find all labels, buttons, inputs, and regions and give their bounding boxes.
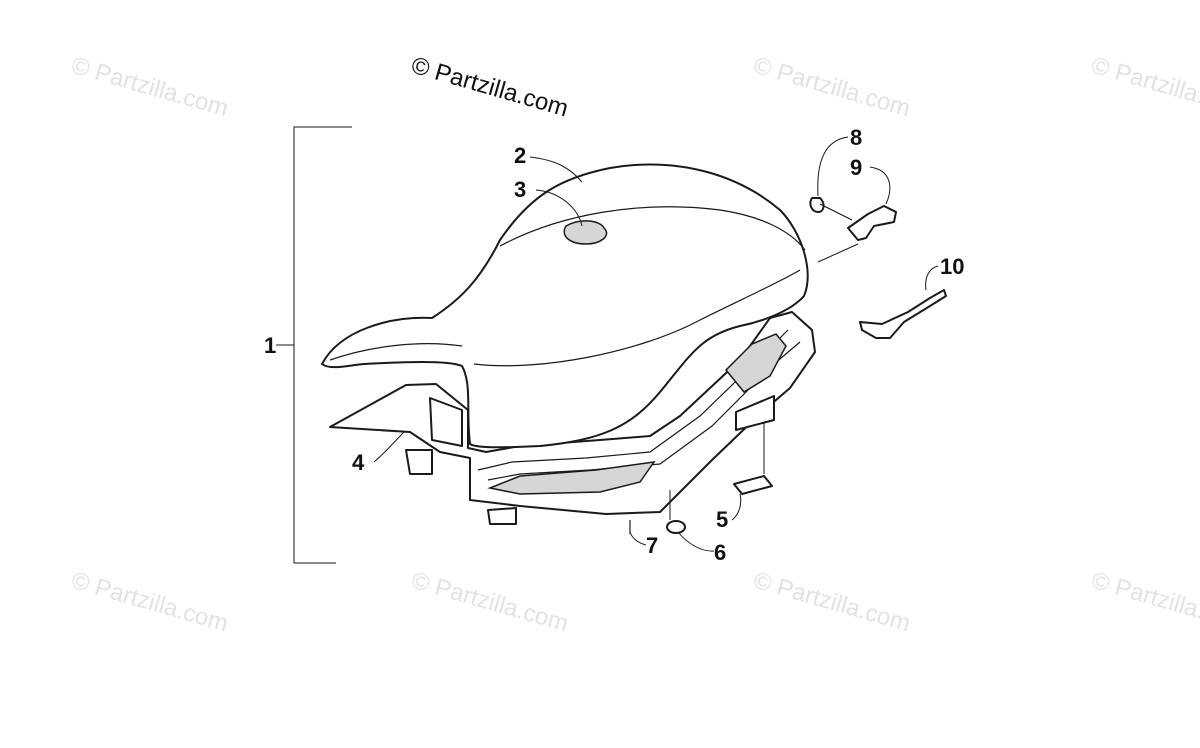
callout-10: 10 — [940, 254, 964, 279]
grommet-part — [666, 520, 686, 534]
watermark: © Partzilla.com — [750, 567, 913, 638]
leader-lines — [373, 136, 939, 552]
copyright-text: © Partzilla.com — [408, 52, 571, 123]
callout-3: 3 — [514, 177, 526, 202]
seat-cushion — [321, 163, 809, 449]
callout-labels: 1 2 3 4 5 6 7 8 9 10 — [264, 125, 964, 565]
callout-5: 5 — [716, 507, 728, 532]
callout-8: 8 — [850, 125, 862, 150]
watermark: © Partzilla.com — [408, 567, 571, 638]
watermark: © Partzilla.com — [750, 52, 913, 123]
seat-strap — [859, 289, 947, 339]
assembly-bracket — [276, 126, 352, 564]
callout-1: 1 — [264, 333, 276, 358]
callout-7: 7 — [646, 533, 658, 558]
callout-4: 4 — [352, 450, 365, 475]
watermark: © Partzilla.com — [1088, 567, 1200, 638]
watermark: © Partzilla.com — [68, 567, 231, 638]
watermark: © Partzilla.com — [68, 52, 231, 123]
latch-assembly — [809, 197, 897, 241]
callout-2: 2 — [514, 143, 526, 168]
pad-part — [733, 475, 773, 495]
callout-9: 9 — [850, 155, 862, 180]
watermark: © Partzilla.com — [1088, 52, 1200, 123]
seat-base — [329, 311, 816, 525]
callout-6: 6 — [714, 540, 726, 565]
